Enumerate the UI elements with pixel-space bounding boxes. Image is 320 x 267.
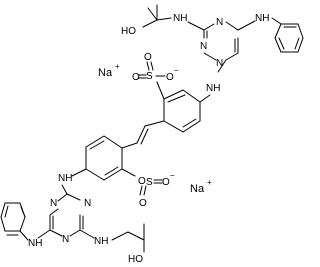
top-amine-nh-left: NH <box>173 13 187 24</box>
bottom-triazine-n1: N <box>84 198 91 209</box>
top-sodium-ion: Na <box>98 67 113 79</box>
top-link-nh: NH <box>206 83 220 94</box>
bottom-sulfonate-bonds <box>121 168 163 196</box>
bottom-sodium-charge: + <box>207 178 212 187</box>
top-amine-nh-right: NH <box>255 13 269 24</box>
bottom-sulfonate-charge: − <box>170 171 175 180</box>
top-triazine-n2: N <box>200 41 207 52</box>
top-triazine-n1: N <box>216 17 223 28</box>
bottom-triazine-n3: N <box>62 234 69 245</box>
top-sulfonate-charge: − <box>174 66 179 75</box>
top-hydroxyl-label: HO <box>121 26 136 37</box>
chemical-structure: HO NH N N N NH NH <box>0 4 304 265</box>
top-sulfur: S <box>146 71 153 82</box>
bottom-hydroxyl-label: HO <box>128 254 143 265</box>
top-hydroxypropyl-chain <box>142 4 172 28</box>
bottom-sulfonate-o-down: O <box>139 198 147 209</box>
lower-benzene-ring <box>85 135 123 181</box>
top-phenyl-ring <box>271 17 304 53</box>
bottom-triazine-n2: N <box>50 198 57 209</box>
bottom-link-bonds <box>61 168 87 195</box>
top-sulfonate-o-left: O <box>132 72 140 83</box>
bottom-sulfonate-o-right: O <box>162 177 170 188</box>
bottom-sodium-ion: Na <box>190 183 205 195</box>
bottom-sulfur: S <box>146 177 153 188</box>
bottom-triazine-ring <box>37 193 95 239</box>
top-sulfonate-o-minus: O <box>166 72 174 83</box>
bottom-amine-nh-left: NH <box>28 238 42 249</box>
upper-benzene-ring <box>163 89 201 133</box>
top-sulfonate-bonds <box>137 61 166 100</box>
bottom-hydroxypropyl-chain <box>111 223 145 253</box>
bottom-link-nh: NH <box>58 173 72 184</box>
bottom-amine-nh-right: NH <box>94 236 108 247</box>
top-sodium-charge: + <box>115 62 120 71</box>
top-link-bonds <box>199 59 227 103</box>
bottom-sulfonate-o-left: O <box>138 176 146 187</box>
top-triazine-n3: N <box>216 58 223 69</box>
stilbene-double-bond <box>121 120 165 149</box>
top-sulfonate-o-up: O <box>144 52 152 63</box>
bottom-phenyl-ring <box>0 202 29 241</box>
top-triazine-ring <box>187 20 256 61</box>
